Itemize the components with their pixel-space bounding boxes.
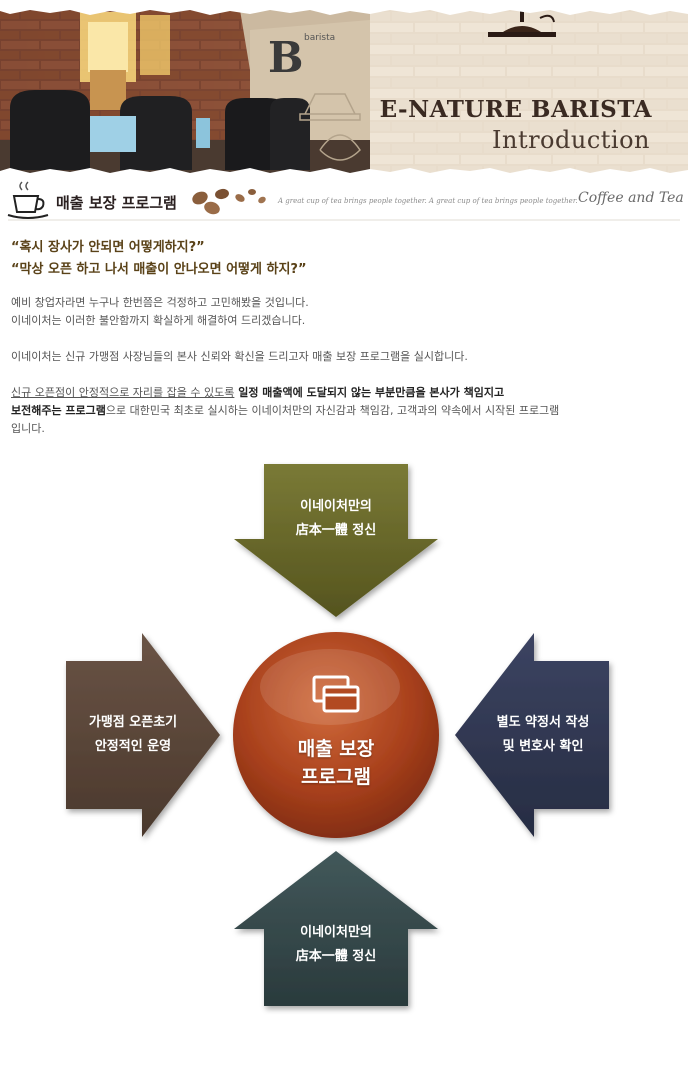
- cafe-interior-photo: B barista: [0, 0, 688, 178]
- coffee-beans-icon: [192, 188, 266, 215]
- bottom-arrow-label: 이네이처만의 店本一體 정신: [264, 921, 408, 969]
- tagline: A great cup of tea brings people togethe…: [278, 197, 578, 205]
- bottom-arrow: [234, 851, 438, 1006]
- quote-line-1: “혹시 장사가 안되면 어떻게하지?”: [11, 240, 205, 255]
- coffee-and-tea-logo: Coffee and Tea: [578, 190, 684, 206]
- center-label: 매출 보장 프로그램: [256, 735, 416, 791]
- left-arrow-label-line-2: 안정적인 운영: [94, 739, 172, 754]
- right-arrow-label-line-2: 및 변호사 확인: [502, 739, 584, 754]
- section-title: 매출 보장 프로그램: [56, 194, 177, 212]
- brand-title: E-NATURE BARISTA: [379, 96, 652, 123]
- center-circle: [233, 632, 439, 838]
- credit-card-icon: [312, 675, 360, 713]
- paragraph-3-rest: 으로 대한민국 최초로 실시하는 이네이처만의 자신감과 책임감, 고객과의 약…: [105, 404, 560, 417]
- quote-line-2: “막상 오픈 하고 나서 매출이 안나오면 어떻게 하지?”: [11, 262, 307, 277]
- paragraph-1-line-2: 이네이처는 이러한 불안함까지 확실하게 해결하여 드리겠습니다.: [11, 314, 306, 327]
- right-arrow-label: 별도 약정서 작성 및 변호사 확인: [476, 711, 610, 759]
- paragraph-3-bold-1: 일정 매출액에 도달되지 않는 부분만큼을 본사가 책임지고: [234, 386, 505, 399]
- paragraph-3-line-2: 보전해주는 프로그램으로 대한민국 최초로 실시하는 이네이처만의 자신감과 책…: [11, 402, 559, 420]
- top-arrow: [234, 464, 438, 617]
- wall-sign: barista: [304, 33, 335, 43]
- bottom-arrow-label-line-2: 店本一體 정신: [295, 949, 377, 964]
- right-arrow-label-line-1: 별도 약정서 작성: [496, 715, 590, 730]
- left-arrow-label: 가맹점 오픈초기 안정적인 운영: [66, 711, 200, 759]
- coffee-cup-icon: [7, 181, 49, 219]
- top-arrow-label: 이네이처만의 店本一體 정신: [264, 495, 408, 543]
- sales-guarantee-diagram: 이네이처만의 店本一體 정신 가맹점 오픈초기 안정적인 운영 별도 약정서 작…: [0, 455, 688, 1015]
- section-decor: [7, 181, 680, 221]
- top-arrow-label-line-1: 이네이처만의: [300, 499, 372, 514]
- center-label-line-1: 매출 보장: [297, 738, 375, 760]
- paragraph-2: 이네이처는 신규 가맹점 사장님들의 본사 신뢰와 확신을 드리고자 매출 보장…: [11, 350, 468, 363]
- section-title-bar: 매출 보장 프로그램: [0, 180, 688, 224]
- paragraph-3-line-1: 신규 오픈점이 안정적으로 자리를 잡을 수 있도록 일정 매출액에 도달되지 …: [11, 384, 504, 402]
- paragraph-1-line-1: 예비 창업자라면 누구나 한번쯤은 걱정하고 고민해봤을 것입니다.: [11, 296, 309, 309]
- bottom-arrow-label-line-1: 이네이처만의: [300, 925, 372, 940]
- right-arrow: [455, 633, 609, 837]
- diagram-graphics: [66, 464, 609, 1006]
- center-label-line-2: 프로그램: [301, 766, 371, 788]
- paragraph-3-bold-2: 보전해주는 프로그램: [11, 404, 106, 417]
- wall-letter: B: [268, 33, 304, 82]
- brand-subtitle: Introduction: [492, 126, 650, 154]
- left-arrow-label-line-1: 가맹점 오픈초기: [88, 715, 178, 730]
- header-banner: B barista E-NATURE BARISTA Introduction: [0, 0, 688, 178]
- top-arrow-label-line-2: 店本一體 정신: [295, 523, 377, 538]
- paragraph-3-underlined: 신규 오픈점이 안정적으로 자리를 잡을 수 있도록: [11, 386, 235, 399]
- paragraph-3-line-3: 입니다.: [11, 422, 45, 435]
- left-arrow: [66, 633, 220, 837]
